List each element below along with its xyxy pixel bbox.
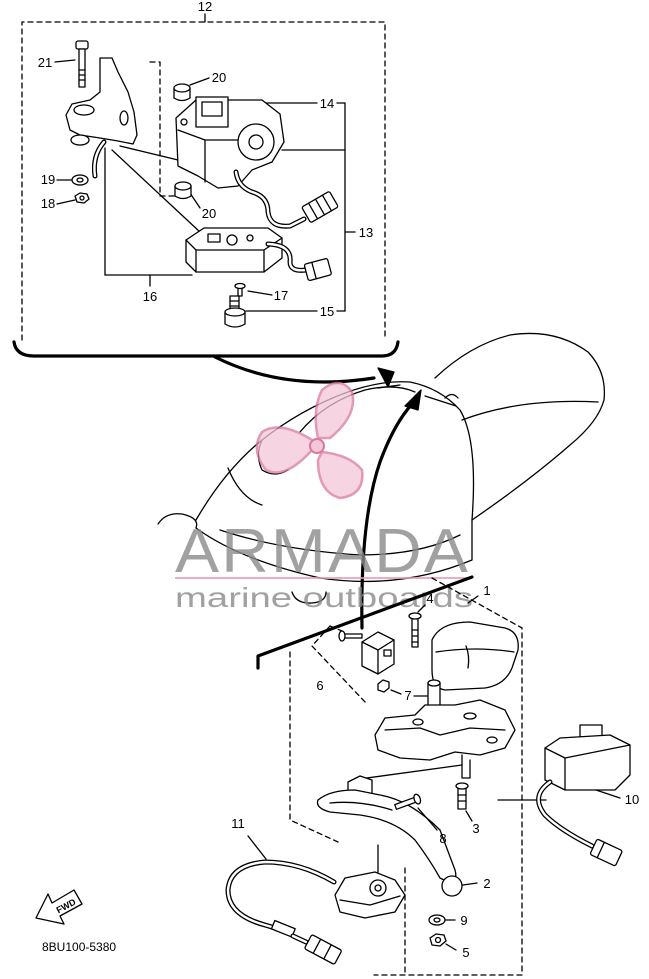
callout-15: 15 xyxy=(320,304,334,319)
callout-9: 9 xyxy=(460,913,467,928)
part-11-throttle-sensor xyxy=(225,835,406,965)
callout-6: 6 xyxy=(316,678,323,693)
part-10-connector xyxy=(497,724,631,867)
part-5-nut xyxy=(429,933,457,951)
part-6-switch xyxy=(311,625,395,704)
callout-19: 19 xyxy=(41,172,55,187)
callout-7: 7 xyxy=(404,688,411,703)
part-8-screw xyxy=(394,793,438,831)
part-mount-bracket xyxy=(65,57,138,179)
callout-18: 18 xyxy=(41,196,55,211)
part-16-control-module xyxy=(185,227,332,282)
callout-21: 21 xyxy=(38,55,52,70)
callout-12: 12 xyxy=(198,0,212,14)
part-15-bolt xyxy=(224,295,246,328)
forward-arrow-icon xyxy=(35,889,83,925)
callout-17: 17 xyxy=(274,288,288,303)
part-20-grommet-bottom xyxy=(174,181,192,200)
part-9-washer xyxy=(428,914,456,926)
part-1-grip-cover xyxy=(431,621,519,691)
top-guide-lines xyxy=(54,59,356,312)
callout-4: 4 xyxy=(426,591,433,606)
part-14-switch-housing xyxy=(175,96,339,229)
watermark-tagline: marine outboards xyxy=(175,582,473,613)
part-19-washer xyxy=(71,174,89,186)
callout-20-bottom: 20 xyxy=(202,206,216,221)
callout-14: 14 xyxy=(320,96,334,111)
watermark-brand: ARMADA xyxy=(175,517,470,586)
part-4-screw xyxy=(408,604,426,648)
part-throttle-housing xyxy=(351,699,516,781)
assembly-12-frame xyxy=(12,13,400,358)
part-3-bolt xyxy=(455,782,473,822)
handlebar-tube xyxy=(256,575,474,670)
part-2-throttle-lever xyxy=(316,775,478,897)
callout-11: 11 xyxy=(231,816,245,831)
callout-8: 8 xyxy=(439,831,446,846)
assembly-1-frame xyxy=(289,577,523,976)
snowmobile-outline xyxy=(157,332,606,604)
callout-13: 13 xyxy=(359,225,373,240)
callout-3: 3 xyxy=(472,821,479,836)
callout-16: 16 xyxy=(143,289,157,304)
callout-20-top: 20 xyxy=(212,70,226,85)
part-21-bolt xyxy=(75,40,89,88)
part-20-grommet-top xyxy=(173,83,191,102)
diagram-code: 8BU100-5380 xyxy=(42,940,116,954)
callout-2: 2 xyxy=(483,876,490,891)
part-17-screw xyxy=(234,282,246,297)
callout-1: 1 xyxy=(483,583,490,598)
callout-10: 10 xyxy=(625,792,639,807)
part-18-nut xyxy=(74,192,90,204)
callout-5: 5 xyxy=(462,945,469,960)
arrow-to-handlebar xyxy=(213,355,395,388)
propeller-logo-icon xyxy=(255,381,364,500)
arrow-from-throttle xyxy=(360,389,422,630)
